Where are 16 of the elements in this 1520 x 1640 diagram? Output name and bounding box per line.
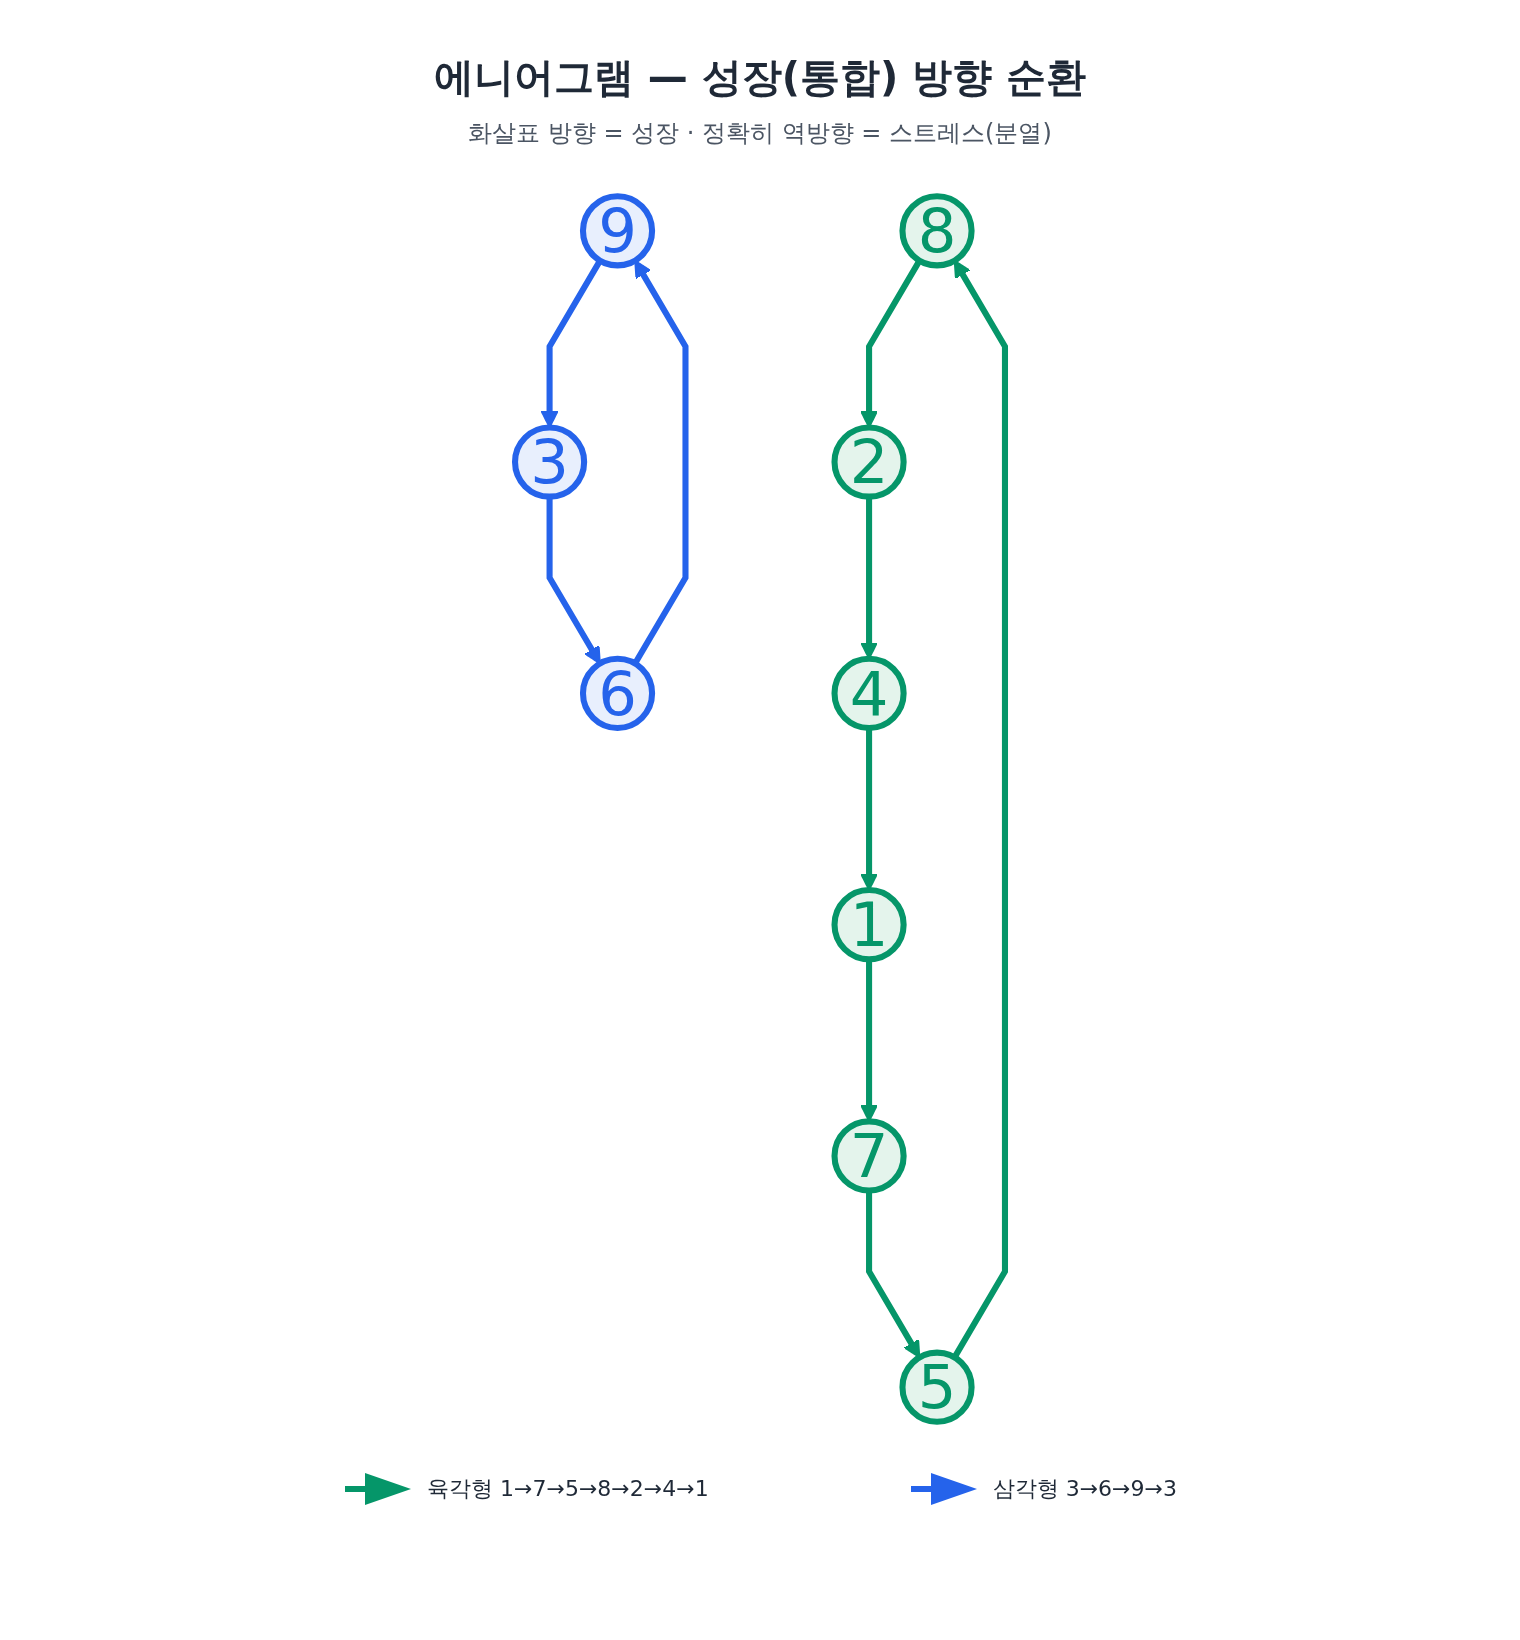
node-circle: 1 [831,887,907,963]
node-circle: 9 [579,193,656,269]
legend-text: 육각형 1→7→5→8→2→4→1 [427,1475,709,1503]
node-circle: 7 [831,1118,907,1194]
node-circle: 4 [831,655,907,731]
arrow [546,496,601,665]
arrow [866,1190,921,1359]
diagram-subtitle: 화살표 방향 = 성장 · 정확히 역방향 = 스트레스(분열) [468,118,1052,149]
legend-text: 삼각형 3→6→9→3 [992,1475,1177,1503]
node-circle: 2 [831,424,907,500]
node-circle: 3 [511,424,588,500]
node-circle: 8 [899,193,975,269]
diagram-title: 에니어그램 — 성장(통합) 방향 순환 [433,53,1087,102]
node-circle: 5 [899,1349,975,1425]
arrow [951,259,1008,1359]
node-circle: 6 [579,655,656,731]
